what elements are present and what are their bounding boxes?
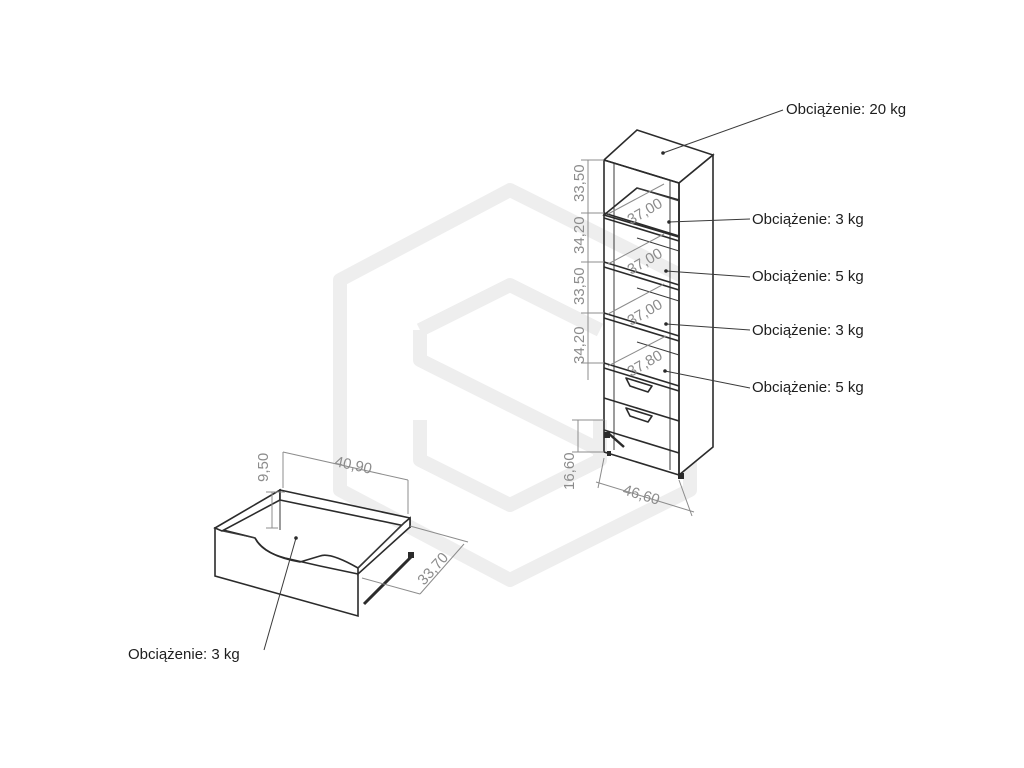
dim-height-3: 33,50 [571, 267, 588, 305]
dim-width: 46,60 [621, 482, 662, 509]
dim-base-height: 16,60 [561, 452, 578, 490]
drawer-leader [263, 536, 298, 651]
drawer-dim-height: 9,50 [255, 453, 272, 482]
dim-depth-3: 37,00 [625, 296, 666, 329]
drawer-dimensions [266, 451, 469, 595]
dim-height-2: 34,20 [571, 216, 588, 254]
dim-height-4: 34,20 [571, 326, 588, 364]
dim-height-1: 33,50 [571, 164, 588, 202]
dim-depth-1: 37,00 [625, 195, 666, 228]
load-label-shelf-1: Obciążenie: 3 kg [752, 211, 864, 228]
load-label-shelf-3: Obciążenie: 3 kg [752, 322, 864, 339]
cabinet-dimensions [572, 159, 695, 517]
cabinet-drawing [602, 129, 715, 479]
load-label-shelf-4: Obciążenie: 5 kg [752, 379, 864, 396]
drawer-dim-depth: 33,70 [414, 549, 452, 588]
cabinet-leaders [661, 109, 784, 389]
load-label-shelf-2: Obciążenie: 5 kg [752, 268, 864, 285]
load-label-top: Obciążenie: 20 kg [786, 101, 907, 118]
load-label-drawer: Obciążenie: 3 kg [128, 646, 240, 663]
